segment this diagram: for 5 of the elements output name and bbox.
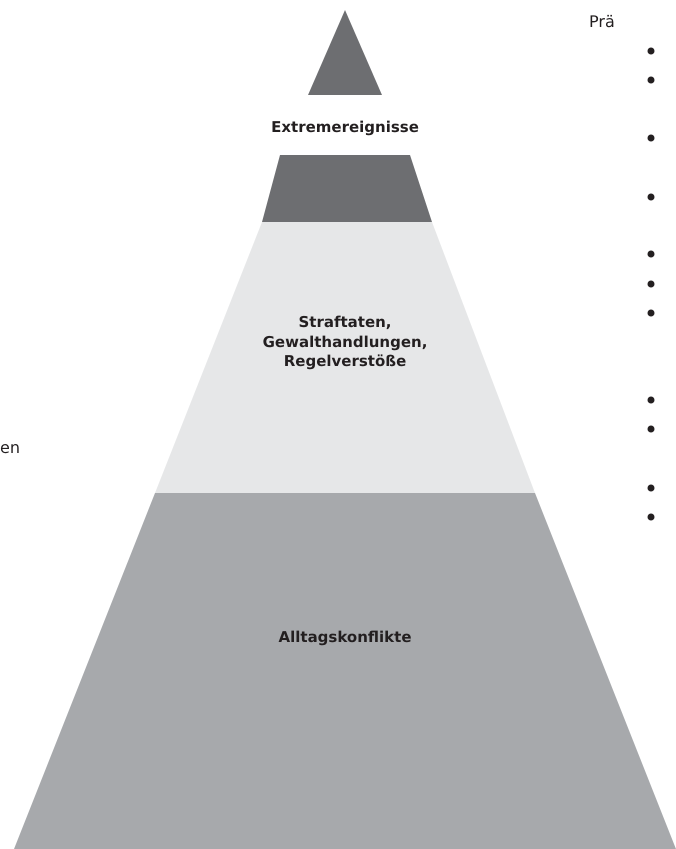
level-label: Straftaten, Gewalthandlungen, Regelverstöße [262, 313, 428, 372]
cut-off-text: en [0, 438, 20, 457]
level-label: Alltagskonflikte [278, 628, 412, 648]
level-label: Extremereignisse [270, 118, 420, 138]
cut-off-text: Prä [589, 12, 615, 31]
